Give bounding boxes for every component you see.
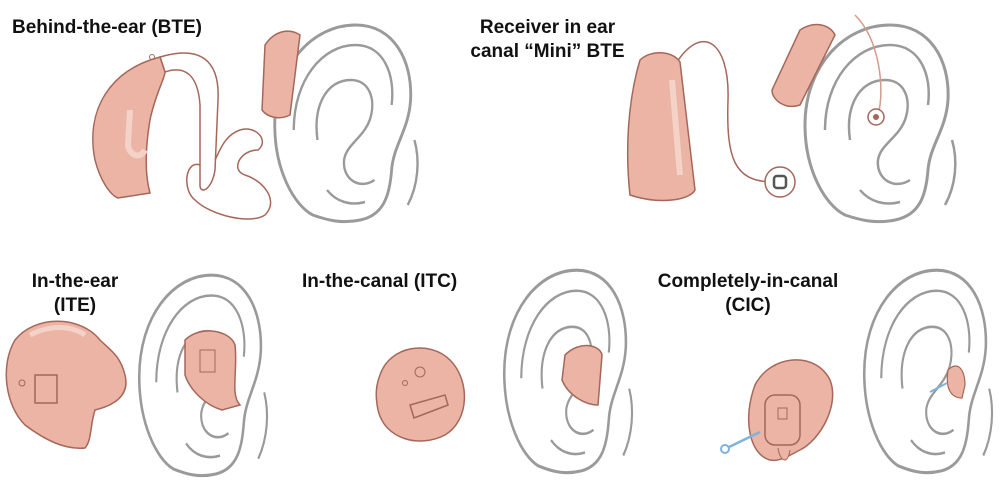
cic-pull-string-in-ear xyxy=(929,382,948,393)
itc-illustration xyxy=(375,268,634,475)
bte-illustration xyxy=(92,23,420,224)
ite-mic-icon xyxy=(18,379,26,387)
bte-behind-ear-part xyxy=(261,30,301,119)
bte-button-icon xyxy=(149,54,155,60)
itc-mic-icon xyxy=(414,366,426,378)
ric-wire xyxy=(671,40,771,183)
ite-device-in-ear xyxy=(184,330,242,411)
ric-highlight xyxy=(669,79,683,176)
bte-tube xyxy=(159,52,219,191)
label-ite-line2: (ITE) xyxy=(53,295,97,316)
ite-battery-door-small xyxy=(199,349,216,373)
ric-behind-ear-part xyxy=(771,23,836,107)
cic-device-in-ear xyxy=(946,365,966,399)
label-itc: In-the-canal (ITC) xyxy=(302,271,458,292)
itc-battery-door xyxy=(409,394,449,419)
label-ric-line2: canal “Mini” BTE xyxy=(470,41,625,62)
label-cic-line2: (CIC) xyxy=(725,295,771,316)
ric-receiver-square xyxy=(772,174,788,190)
cic-tab xyxy=(777,447,791,461)
ite-battery-door xyxy=(34,374,58,404)
cic-battery-icon xyxy=(777,407,788,420)
ite-highlight xyxy=(28,325,87,338)
bte-earmold xyxy=(186,128,272,220)
cic-pull-string-knob xyxy=(720,444,730,454)
ric-wire-on-ear xyxy=(854,14,882,116)
itc-device-in-ear xyxy=(561,344,603,406)
cic-pull-string xyxy=(726,430,761,450)
cic-faceplate xyxy=(764,394,801,446)
label-cic: Completely-in-canal (CIC) xyxy=(632,270,864,318)
itc-vent-icon xyxy=(402,380,408,386)
ric-device xyxy=(626,52,696,202)
bte-highlight xyxy=(124,109,148,159)
label-ric-line1: Receiver in ear xyxy=(479,17,616,38)
cic-illustration xyxy=(720,268,994,475)
ite-device xyxy=(5,320,127,449)
ite-illustration xyxy=(5,273,269,478)
ear-cic xyxy=(862,268,994,475)
label-cic-line1: Completely-in-canal xyxy=(657,271,839,292)
label-ite: In-the-ear (ITE) xyxy=(20,270,130,318)
label-bte: Behind-the-ear (BTE) xyxy=(12,17,202,38)
ric-illustration xyxy=(626,14,957,224)
ric-receiver xyxy=(764,166,796,198)
itc-device xyxy=(375,347,466,442)
label-ric: Receiver in ear canal “Mini” BTE xyxy=(455,16,640,64)
ric-receiver-dot xyxy=(873,114,879,120)
label-ite-line1: In-the-ear xyxy=(31,271,119,292)
